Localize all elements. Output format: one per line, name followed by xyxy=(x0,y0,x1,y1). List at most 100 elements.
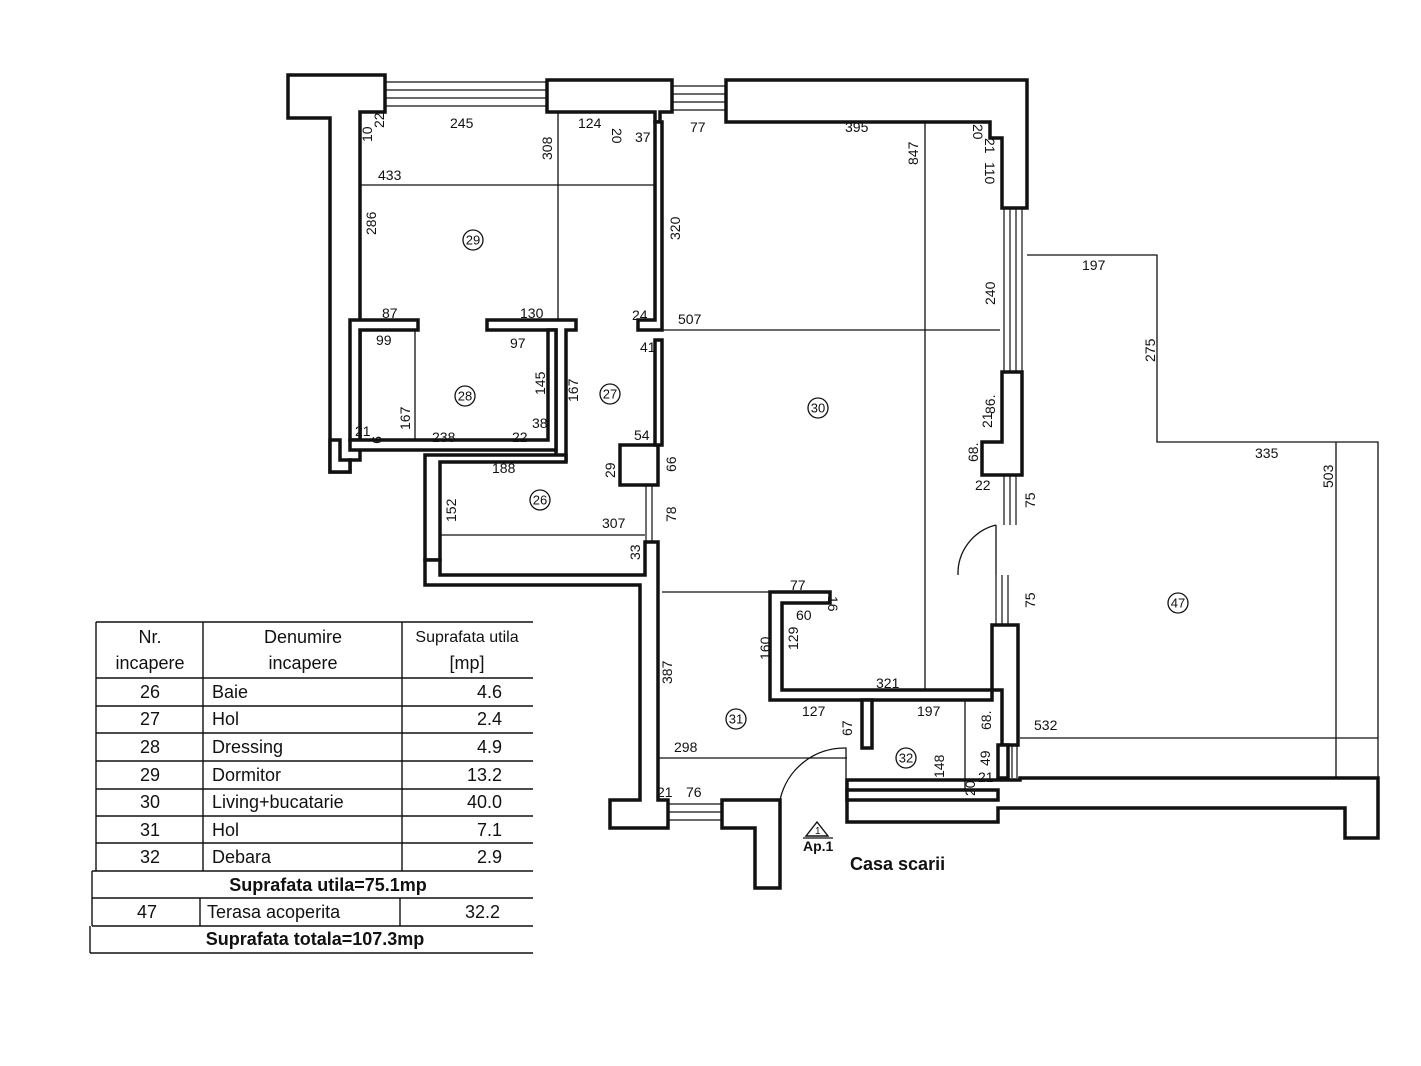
table-header-name-2: incapere xyxy=(268,653,337,673)
dim-text: 110 xyxy=(982,162,998,185)
table-row-area: 13.2 xyxy=(467,765,502,785)
dim-text: 240 xyxy=(982,281,998,305)
wall-32-right xyxy=(996,743,1010,780)
dim-text: 433 xyxy=(378,167,402,183)
entrance-triangle-icon xyxy=(804,820,830,837)
wall-col-27 xyxy=(636,120,664,332)
table-subtotal: Suprafata utila=75.1mp xyxy=(229,875,427,895)
dim-text: 99 xyxy=(376,332,392,348)
dim-text: 847 xyxy=(905,141,921,165)
dim-text: 20 xyxy=(970,124,986,140)
dim-text: 21 xyxy=(657,784,673,800)
dim-text: 197 xyxy=(917,703,941,719)
entrance-marker: 1 Ap.1 xyxy=(803,820,834,854)
table-row-nr: 30 xyxy=(140,792,160,812)
stairwell-label: Casa scarii xyxy=(850,854,945,874)
dim-text: 21 xyxy=(982,138,998,154)
dim-text: 197 xyxy=(1082,257,1106,273)
dim-text: 68. xyxy=(978,711,994,730)
wall-left-lower xyxy=(328,438,352,474)
table-row-name: Debara xyxy=(212,847,272,867)
dim-text: 148 xyxy=(931,754,947,778)
terrace-outline xyxy=(1020,254,1379,778)
table-row-nr: 28 xyxy=(140,737,160,757)
table-terrace-name: Terasa acoperita xyxy=(207,902,341,922)
dim-text: 16 xyxy=(825,596,841,612)
table-row-nr: 26 xyxy=(140,682,160,702)
table-terrace-nr: 47 xyxy=(137,902,157,922)
dim-text: 97 xyxy=(510,335,526,351)
wall-top-middle xyxy=(545,78,674,124)
table-header-nr-1: Nr. xyxy=(138,627,161,647)
table-row-area: 2.9 xyxy=(477,847,502,867)
wall-col-26-27 xyxy=(618,443,660,487)
door-swing-entrance xyxy=(779,747,847,828)
dim-text: 75 xyxy=(1022,492,1038,508)
dim-text: 77 xyxy=(790,577,806,593)
wall-26-bottom xyxy=(423,540,670,830)
dim-text: 75 xyxy=(1022,592,1038,608)
dim-text: 238 xyxy=(432,429,456,445)
dim-text: 21 xyxy=(978,769,994,785)
windows xyxy=(385,81,1023,821)
dimension-lines xyxy=(360,112,1000,790)
table-header-area-2: [mp] xyxy=(449,653,484,673)
dim-text: 66 xyxy=(663,456,679,472)
door-swing-30 xyxy=(957,524,997,576)
wall-31-30-hook xyxy=(768,590,994,702)
dim-text: 308 xyxy=(539,136,555,160)
wall-entrance-left xyxy=(720,798,782,890)
svg-text:30: 30 xyxy=(811,401,825,416)
room-marker-29: 29 xyxy=(462,229,484,251)
svg-text:26: 26 xyxy=(533,493,547,508)
dim-text: 130 xyxy=(520,305,544,321)
dim-text: 54 xyxy=(634,427,650,443)
table-header-area-1: Suprafata utila xyxy=(415,629,518,646)
dim-text: 37 xyxy=(635,129,651,145)
table-row-area: 4.6 xyxy=(477,682,502,702)
dim-text: 78 xyxy=(663,506,679,522)
table-row-name: Dressing xyxy=(212,737,283,757)
table-total: Suprafata totala=107.3mp xyxy=(206,929,425,949)
table-row-area: 2.4 xyxy=(477,709,502,729)
svg-text:28: 28 xyxy=(458,389,472,404)
dim-text: 20 xyxy=(962,780,978,796)
doors xyxy=(779,524,997,828)
table-row-name: Dormitor xyxy=(212,765,281,785)
wall-right-lower xyxy=(990,623,1020,747)
wall-top-right xyxy=(724,78,1029,210)
dim-text: 167 xyxy=(397,406,413,430)
wall-27-30 xyxy=(653,338,664,447)
svg-text:32: 32 xyxy=(899,751,913,766)
dim-text: 160 xyxy=(757,636,773,660)
dim-text: 29 xyxy=(602,462,618,478)
dim-text: 9 xyxy=(369,436,385,444)
dim-text: 86. xyxy=(982,395,998,414)
dimension-texts: 245 124 20 37 308 10 22 77 395 847 20 21… xyxy=(355,112,1336,800)
svg-text:31: 31 xyxy=(729,712,743,727)
table-row-nr: 27 xyxy=(140,709,160,729)
table-row-nr: 31 xyxy=(140,820,160,840)
dim-text: 395 xyxy=(845,119,869,135)
room-marker-28: 28 xyxy=(454,385,476,407)
table-row-name: Baie xyxy=(212,682,248,702)
dim-text: 22 xyxy=(371,112,387,128)
room-marker-31: 31 xyxy=(725,708,747,730)
dim-text: 503 xyxy=(1320,464,1336,488)
wall-32 xyxy=(860,698,874,750)
dim-text: 320 xyxy=(667,216,683,240)
room-marker-26: 26 xyxy=(529,489,551,511)
dim-text: 21 xyxy=(979,412,995,428)
dim-text: 124 xyxy=(578,115,602,131)
table-terrace-area: 32.2 xyxy=(465,902,500,922)
dim-text: 275 xyxy=(1142,338,1158,362)
dim-text: 87 xyxy=(382,305,398,321)
dim-text: 77 xyxy=(690,119,706,135)
dim-text: 188 xyxy=(492,460,516,476)
wall-28-bottom xyxy=(348,328,558,452)
room-marker-27: 27 xyxy=(599,383,621,405)
dim-text: 68. xyxy=(965,443,981,462)
dim-text: 152 xyxy=(443,498,459,522)
dim-text: 532 xyxy=(1034,717,1058,733)
table-row-nr: 29 xyxy=(140,765,160,785)
